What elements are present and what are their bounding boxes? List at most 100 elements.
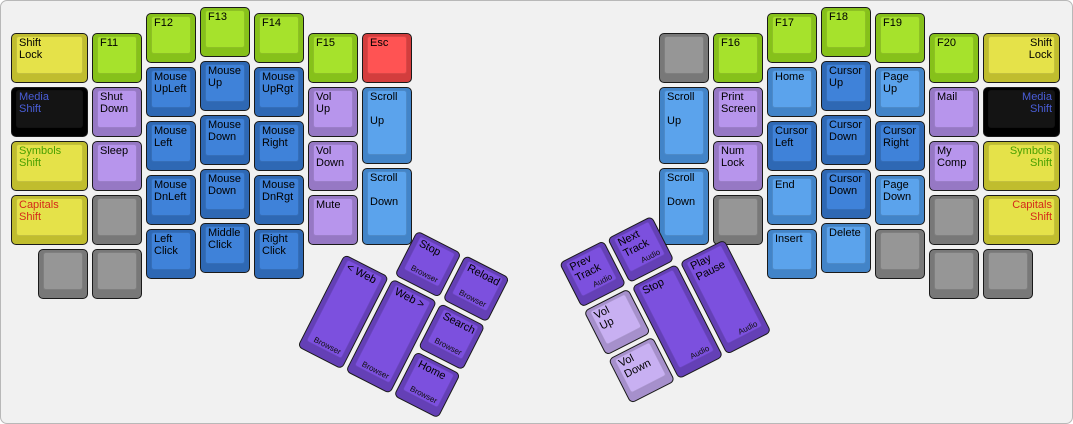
keytop: Cursor Left xyxy=(772,124,812,162)
key-sleep[interactable]: Sleep xyxy=(92,141,142,191)
key-symbols-shift[interactable]: Symbols Shift xyxy=(11,141,88,191)
keytop: Mouse Left xyxy=(151,124,191,162)
keytop: Mouse DnLeft xyxy=(151,178,191,216)
key-label: Mouse DnLeft xyxy=(154,179,188,203)
key-symbols-shift[interactable]: Symbols Shift xyxy=(983,141,1060,191)
key-label: Play Pause xyxy=(688,252,728,284)
key-blank[interactable] xyxy=(92,249,142,299)
key-num-lock[interactable]: Num Lock xyxy=(713,141,763,191)
key-scroll-up[interactable]: Scroll Up xyxy=(659,87,709,164)
key-sublabel: Browser xyxy=(312,335,343,357)
keytop: Sleep xyxy=(97,144,137,182)
keytop: Mute xyxy=(313,198,353,236)
keytop: Shift Lock xyxy=(16,36,83,74)
keytop: Media Shift xyxy=(988,90,1055,128)
key-cursor-down[interactable]: Cursor Down xyxy=(821,169,871,219)
key-delete[interactable]: Delete xyxy=(821,223,871,273)
keytop: Vol Up xyxy=(589,293,643,346)
key-cursor-right[interactable]: Cursor Right xyxy=(875,121,925,171)
key-home[interactable]: Home xyxy=(767,67,817,117)
key-mouse-down[interactable]: Mouse Down xyxy=(200,169,250,219)
keytop: Cursor Right xyxy=(880,124,920,162)
key-cursor-down[interactable]: Cursor Down xyxy=(821,115,871,165)
keytop: F20 xyxy=(934,36,974,74)
keytop: F12 xyxy=(151,16,191,54)
key-my-comp[interactable]: My Comp xyxy=(929,141,979,191)
key-mute[interactable]: Mute xyxy=(308,195,358,245)
key-media-shift[interactable]: Media Shift xyxy=(983,87,1060,137)
key-capitals-shift[interactable]: Capitals Shift xyxy=(11,195,88,245)
key-page-down[interactable]: Page Down xyxy=(875,175,925,225)
key-label: Vol Down xyxy=(316,145,345,169)
keytop: Cursor Up xyxy=(826,64,866,102)
key-end[interactable]: End xyxy=(767,175,817,225)
key-shift-lock[interactable]: Shift Lock xyxy=(11,33,88,83)
key-shift-lock[interactable]: Shift Lock xyxy=(983,33,1060,83)
key-blank[interactable] xyxy=(38,249,88,299)
key-media-shift[interactable]: Media Shift xyxy=(11,87,88,137)
key-right-click[interactable]: Right Click xyxy=(254,229,304,279)
key-f13[interactable]: F13 xyxy=(200,7,250,57)
keytop: Capitals Shift xyxy=(16,198,83,236)
key-label: Esc xyxy=(370,37,389,49)
key-f20[interactable]: F20 xyxy=(929,33,979,83)
key-f16[interactable]: F16 xyxy=(713,33,763,83)
key-mouse-upleft[interactable]: Mouse UpLeft xyxy=(146,67,196,117)
key-blank[interactable] xyxy=(875,229,925,279)
keytop: F11 xyxy=(97,36,137,74)
key-f15[interactable]: F15 xyxy=(308,33,358,83)
key-blank[interactable] xyxy=(659,33,709,83)
key-mail[interactable]: Mail xyxy=(929,87,979,137)
key-label: My Comp xyxy=(937,145,967,169)
key-shut-down[interactable]: Shut Down xyxy=(92,87,142,137)
key-mouse-down[interactable]: Mouse Down xyxy=(200,115,250,165)
keytop: Scroll Down xyxy=(367,171,407,236)
key-esc[interactable]: Esc xyxy=(362,33,412,83)
key-cursor-up[interactable]: Cursor Up xyxy=(821,61,871,111)
key-mouse-right[interactable]: Mouse Right xyxy=(254,121,304,171)
key-blank[interactable] xyxy=(713,195,763,245)
key-blank[interactable] xyxy=(929,195,979,245)
key-mouse-dnrgt[interactable]: Mouse DnRgt xyxy=(254,175,304,225)
key-mouse-uprgt[interactable]: Mouse UpRgt xyxy=(254,67,304,117)
key-label: Sleep xyxy=(100,145,129,157)
keytop: Left Click xyxy=(151,232,191,270)
key-print-screen[interactable]: Print Screen xyxy=(713,87,763,137)
key-cursor-left[interactable]: Cursor Left xyxy=(767,121,817,171)
key-blank[interactable] xyxy=(983,249,1033,299)
key-label: Mouse Down xyxy=(208,119,242,143)
key-capitals-shift[interactable]: Capitals Shift xyxy=(983,195,1060,245)
key-scroll-down[interactable]: Scroll Down xyxy=(362,168,412,245)
key-vol-up[interactable]: Vol Up xyxy=(308,87,358,137)
key-middle-click[interactable]: Middle Click xyxy=(200,223,250,273)
key-insert[interactable]: Insert xyxy=(767,229,817,279)
key-scroll-down[interactable]: Scroll Down xyxy=(659,168,709,245)
keytop: Scroll Down xyxy=(664,171,704,236)
key-mouse-left[interactable]: Mouse Left xyxy=(146,121,196,171)
key-label: Mouse UpLeft xyxy=(154,71,188,95)
key-mouse-up[interactable]: Mouse Up xyxy=(200,61,250,111)
key-scroll-up[interactable]: Scroll Up xyxy=(362,87,412,164)
key-label: Search xyxy=(440,310,478,337)
key-f17[interactable]: F17 xyxy=(767,13,817,63)
key-f11[interactable]: F11 xyxy=(92,33,142,83)
key-f18[interactable]: F18 xyxy=(821,7,871,57)
key-label: Cursor Down xyxy=(829,173,863,197)
key-f19[interactable]: F19 xyxy=(875,13,925,63)
key-blank[interactable] xyxy=(92,195,142,245)
key-page-up[interactable]: Page Up xyxy=(875,67,925,117)
key-f12[interactable]: F12 xyxy=(146,13,196,63)
key-label: Shift Lock xyxy=(19,37,43,61)
key-blank[interactable] xyxy=(929,249,979,299)
key-vol-down[interactable]: Vol Down xyxy=(308,141,358,191)
keytop: Scroll Up xyxy=(367,90,407,155)
key-left-click[interactable]: Left Click xyxy=(146,229,196,279)
key-f14[interactable]: F14 xyxy=(254,13,304,63)
key-label: Mouse Up xyxy=(208,65,242,89)
key-sublabel: Browser xyxy=(457,287,488,310)
keytop: Mouse Down xyxy=(205,172,245,210)
keytop: Print Screen xyxy=(718,90,758,128)
key-mouse-dnleft[interactable]: Mouse DnLeft xyxy=(146,175,196,225)
